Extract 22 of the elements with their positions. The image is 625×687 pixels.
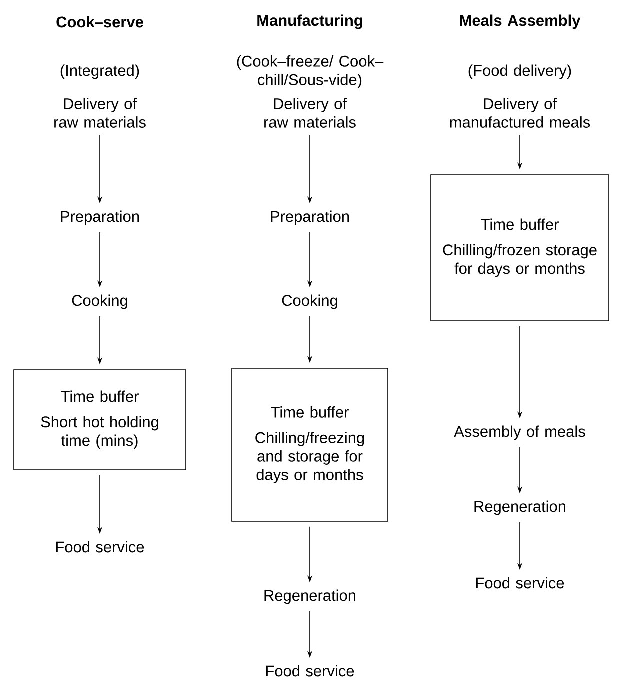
column-heading: Manufacturing — [258, 14, 362, 30]
column-subtitle: (Cook–freeze/ Cook–chill/Sous-vide) — [237, 56, 384, 88]
step-label: Food service — [266, 665, 354, 677]
step-label: Regeneration — [474, 500, 566, 516]
step-label: Delivery of raw materials — [264, 98, 356, 128]
step-label: Preparation — [271, 210, 350, 226]
step-label: Cooking — [282, 294, 338, 310]
column-subtitle: (Food delivery) — [468, 64, 572, 80]
step-label: Food service — [56, 541, 144, 553]
step-label: Preparation — [61, 210, 140, 226]
time-buffer-box: Time buffer Chilling/frozen storage for days or months — [430, 174, 610, 322]
step-label: Assembly of meals — [454, 426, 586, 440]
step-label: Cooking — [72, 294, 128, 310]
time-buffer-box: Time buffer Chilling/freezing and storage for days or months — [232, 368, 388, 522]
step-label: Delivery of raw materials — [54, 98, 146, 128]
step-label: Delivery of manufactured meals — [450, 98, 590, 128]
step-label: Regeneration — [264, 590, 356, 604]
column-heading: Cook–serve — [56, 16, 144, 28]
column-heading: Meals Assembly — [460, 14, 581, 30]
step-label: Food service — [476, 577, 564, 589]
time-buffer-box: Time buffer Short hot holding time (mins) — [14, 370, 186, 470]
column-subtitle: (Integrated) — [60, 64, 140, 80]
